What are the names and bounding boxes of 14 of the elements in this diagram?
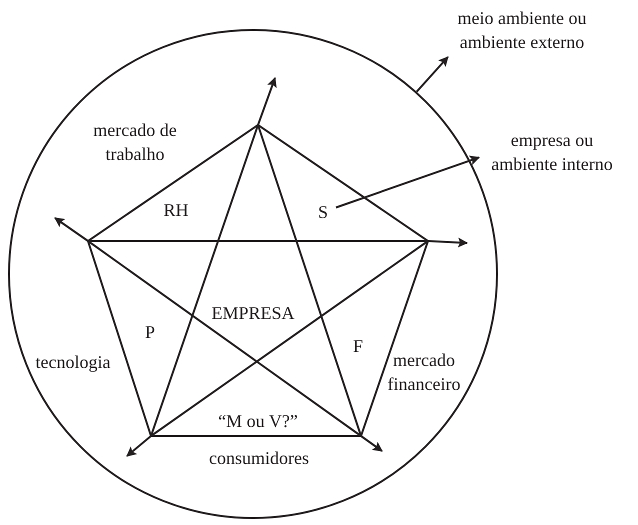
region-label: mercado financeiro bbox=[386, 349, 462, 396]
annotation-label: meio ambiente ou ambiente externo bbox=[437, 6, 607, 54]
region-label: S bbox=[313, 200, 333, 224]
region-label: mercado de trabalho bbox=[92, 119, 178, 166]
region-label: P bbox=[145, 321, 155, 344]
region-label: “M ou V?” bbox=[218, 410, 298, 433]
leader-line bbox=[336, 156, 480, 208]
region-label: RH bbox=[164, 199, 188, 222]
leader-line bbox=[416, 56, 449, 92]
annotation-label: empresa ou ambiente interno bbox=[482, 128, 622, 176]
region-label: tecnologia bbox=[36, 351, 110, 374]
region-label: F bbox=[353, 335, 363, 358]
center-label: EMPRESA bbox=[211, 302, 295, 325]
region-label: consumidores bbox=[209, 447, 309, 470]
